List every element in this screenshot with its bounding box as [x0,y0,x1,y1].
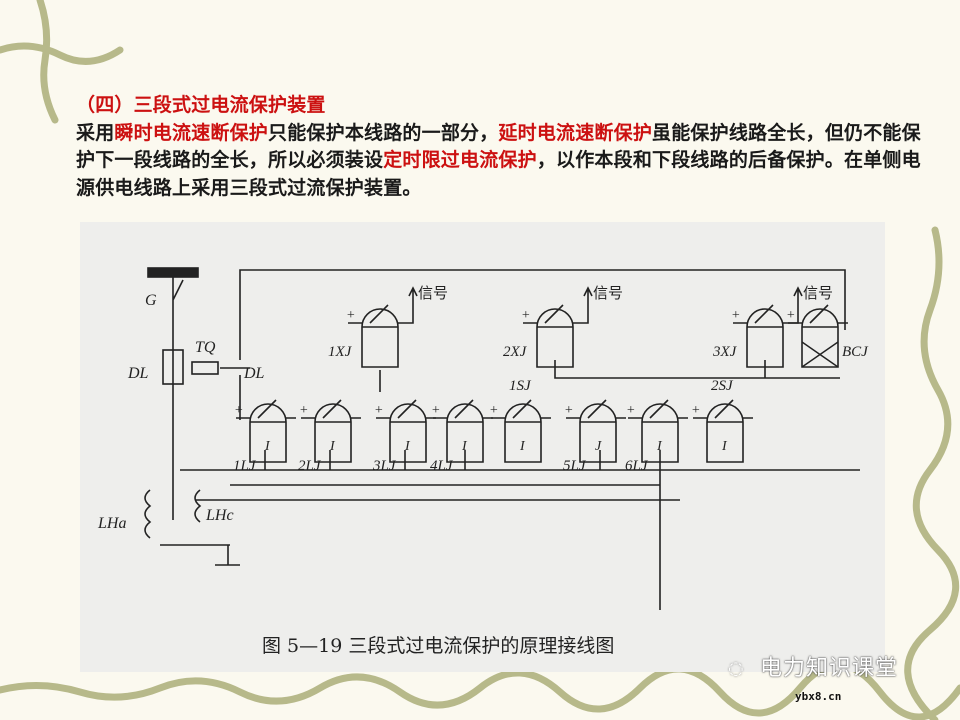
relay-2sj-label: 2SJ [711,378,734,394]
slide-paragraph: 采用瞬时电流速断保护只能保护本线路的一部分，延时电流速断保护虽能保护线路全长，但… [76,120,936,203]
relay-3xj: +3XJ [712,304,793,368]
label-lhc: LHc [205,507,234,524]
plus-sign: + [431,403,440,418]
relay-1sj-label: 1SJ [509,378,532,394]
coil-label: I [264,439,271,454]
plus-sign: + [299,403,308,418]
label-lha: LHa [97,515,126,532]
paragraph-text: 虽能保护线路全长，但仍不能保护下一段线路的全长，所以必须装设 [76,121,921,172]
highlighted-term: 延时电流速断保护 [498,121,653,144]
relay-bcj-label: BCJ [842,344,869,360]
relay-3lj: + I 3LJ [372,399,436,474]
relay-2lj: + I 2LJ [298,399,361,474]
relay-2sj: + I 2SJ [691,378,753,463]
cross-icon [801,341,839,368]
relay-4lj-label: 4LJ [430,458,454,474]
relay-5lj-label: 5LJ [563,458,587,474]
relay-4lj: + I 4LJ [430,399,493,474]
relay-2xj-label: 2XJ [503,344,528,360]
plus-sign: + [691,403,700,418]
wechat-icon: ◌ [728,658,744,679]
relay-3lj-label: 3LJ [372,458,397,474]
plus-sign: + [489,403,498,418]
relay-6lj-label: 6LJ [625,458,649,474]
relay-5lj: + J 5LJ [563,399,626,474]
plus-sign: + [521,308,530,323]
paragraph-text: 只能保护本线路的一部分， [268,121,499,144]
relay-1lj-label: 1LJ [233,458,257,474]
label-dl-1: DL [127,365,149,382]
paragraph-text: 采用 [76,121,115,144]
signal-label: 信号 [418,285,448,302]
coil-label: J [595,439,602,454]
relay-2xj: +2XJ [503,304,583,368]
coil-label: I [721,439,728,454]
label-tq: TQ [195,339,216,356]
coil-label: I [461,439,468,454]
signal-label: 信号 [803,285,833,302]
plus-sign: + [731,308,740,323]
relay-1lj: + I 1LJ [233,399,296,474]
relay-3xj-label: 3XJ [712,344,738,360]
figure-caption: 图 5—19 三段式过电流保护的原理接线图 [262,635,614,657]
label-g: G [145,292,157,309]
left-labels: G DL TQ DL LHa LHc [97,292,265,532]
signal-label: 信号 [593,285,623,302]
coil-label: I [404,439,411,454]
label-dl-2: DL [243,365,265,382]
signal-arrow-icon [583,286,593,324]
plus-sign: + [626,403,635,418]
watermark-site: ybx8.cn [795,690,842,703]
coil-label: I [656,439,663,454]
highlighted-term: 定时限过电流保护 [383,149,537,171]
paragraph-text: ，以作本段和下段线路的后备保护。在单侧电源供电线路上采用三段式过流保护装置。 [76,149,921,199]
relay-1xj-label: 1XJ [328,344,353,360]
plus-sign: + [346,308,355,323]
slide-title: （四）三段式过电流保护装置 [76,94,326,116]
relay-bcj: + BCJ [786,304,869,368]
relay-2lj-label: 2LJ [298,458,322,474]
slide-text: （四）三段式过电流保护装置 采用瞬时电流速断保护只能保护本线路的一部分，延时电流… [76,92,936,202]
relay-1sj: + I 1SJ [489,378,551,463]
relay-1xj: +1XJ [328,304,408,368]
highlighted-term: 瞬时电流速断保护 [114,121,269,144]
plus-sign: + [374,403,383,418]
watermark-name: 电力知识课堂 [760,656,899,681]
relay-6lj: + I 6LJ [625,399,688,474]
coil-label: I [519,439,526,454]
coil-label: I [329,439,336,454]
signal-arrow-icon [408,286,418,324]
plus-sign: + [786,308,795,323]
plus-sign: + [234,403,243,418]
plus-sign: + [564,403,573,418]
